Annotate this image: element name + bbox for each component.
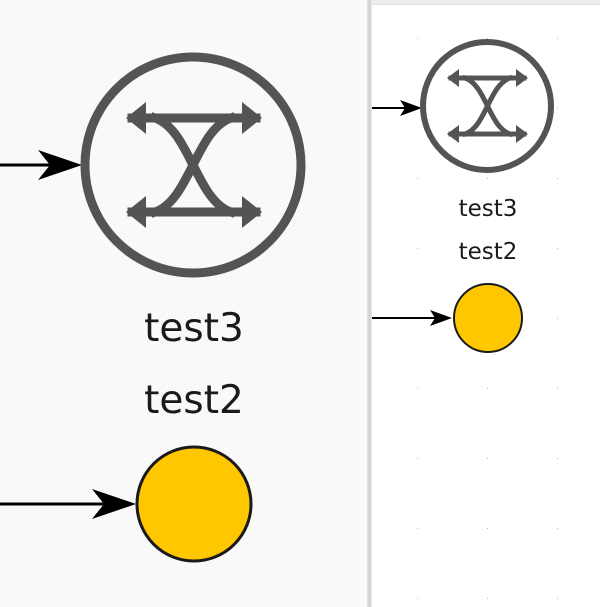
- canvas-top-border: [372, 0, 600, 5]
- canvas-connector-arrow-to-event[interactable]: [372, 310, 452, 326]
- grid-dot: [557, 248, 558, 249]
- panel-splitter[interactable]: [367, 0, 372, 607]
- grid-dot: [557, 38, 558, 39]
- complex-gateway-icon[interactable]: [80, 52, 306, 278]
- zoomed-event-label: test2: [144, 378, 244, 423]
- grid-dot: [417, 248, 418, 249]
- start-event-icon[interactable]: [135, 445, 253, 563]
- canvas-view-panel[interactable]: test3 test2: [372, 0, 600, 607]
- grid-dot: [417, 38, 418, 39]
- grid-dot: [417, 528, 418, 529]
- grid-dot: [417, 388, 418, 389]
- grid-dot: [417, 458, 418, 459]
- grid-dot: [557, 458, 558, 459]
- grid-dot: [557, 108, 558, 109]
- grid-dot: [557, 528, 558, 529]
- connector-arrow-to-event[interactable]: [0, 489, 136, 519]
- grid-dot: [487, 458, 488, 459]
- grid-dot: [557, 318, 558, 319]
- zoomed-view-drawing: [0, 52, 306, 563]
- grid-dot: [487, 528, 488, 529]
- grid-dot: [417, 598, 418, 599]
- grid-dot: [557, 598, 558, 599]
- grid-dot: [487, 248, 488, 249]
- zoomed-view-panel: test3 test2: [0, 52, 306, 563]
- zoomed-gateway-label: test3: [144, 306, 244, 351]
- canvas-complex-gateway-icon[interactable]: [420, 39, 554, 173]
- grid-dot: [487, 388, 488, 389]
- grid-dot: [487, 598, 488, 599]
- grid-dot: [487, 178, 488, 179]
- canvas-gateway-label: test3: [458, 196, 518, 222]
- grid-dot: [557, 388, 558, 389]
- grid-dot: [557, 178, 558, 179]
- connector-arrow-to-gateway[interactable]: [0, 150, 82, 180]
- canvas-connector-arrow-to-gateway[interactable]: [372, 100, 422, 116]
- canvas-drawing: [372, 39, 554, 353]
- grid-dot: [487, 38, 488, 39]
- canvas-start-event-icon[interactable]: [453, 283, 523, 353]
- grid-dot: [417, 178, 418, 179]
- canvas-event-label: test2: [458, 239, 518, 265]
